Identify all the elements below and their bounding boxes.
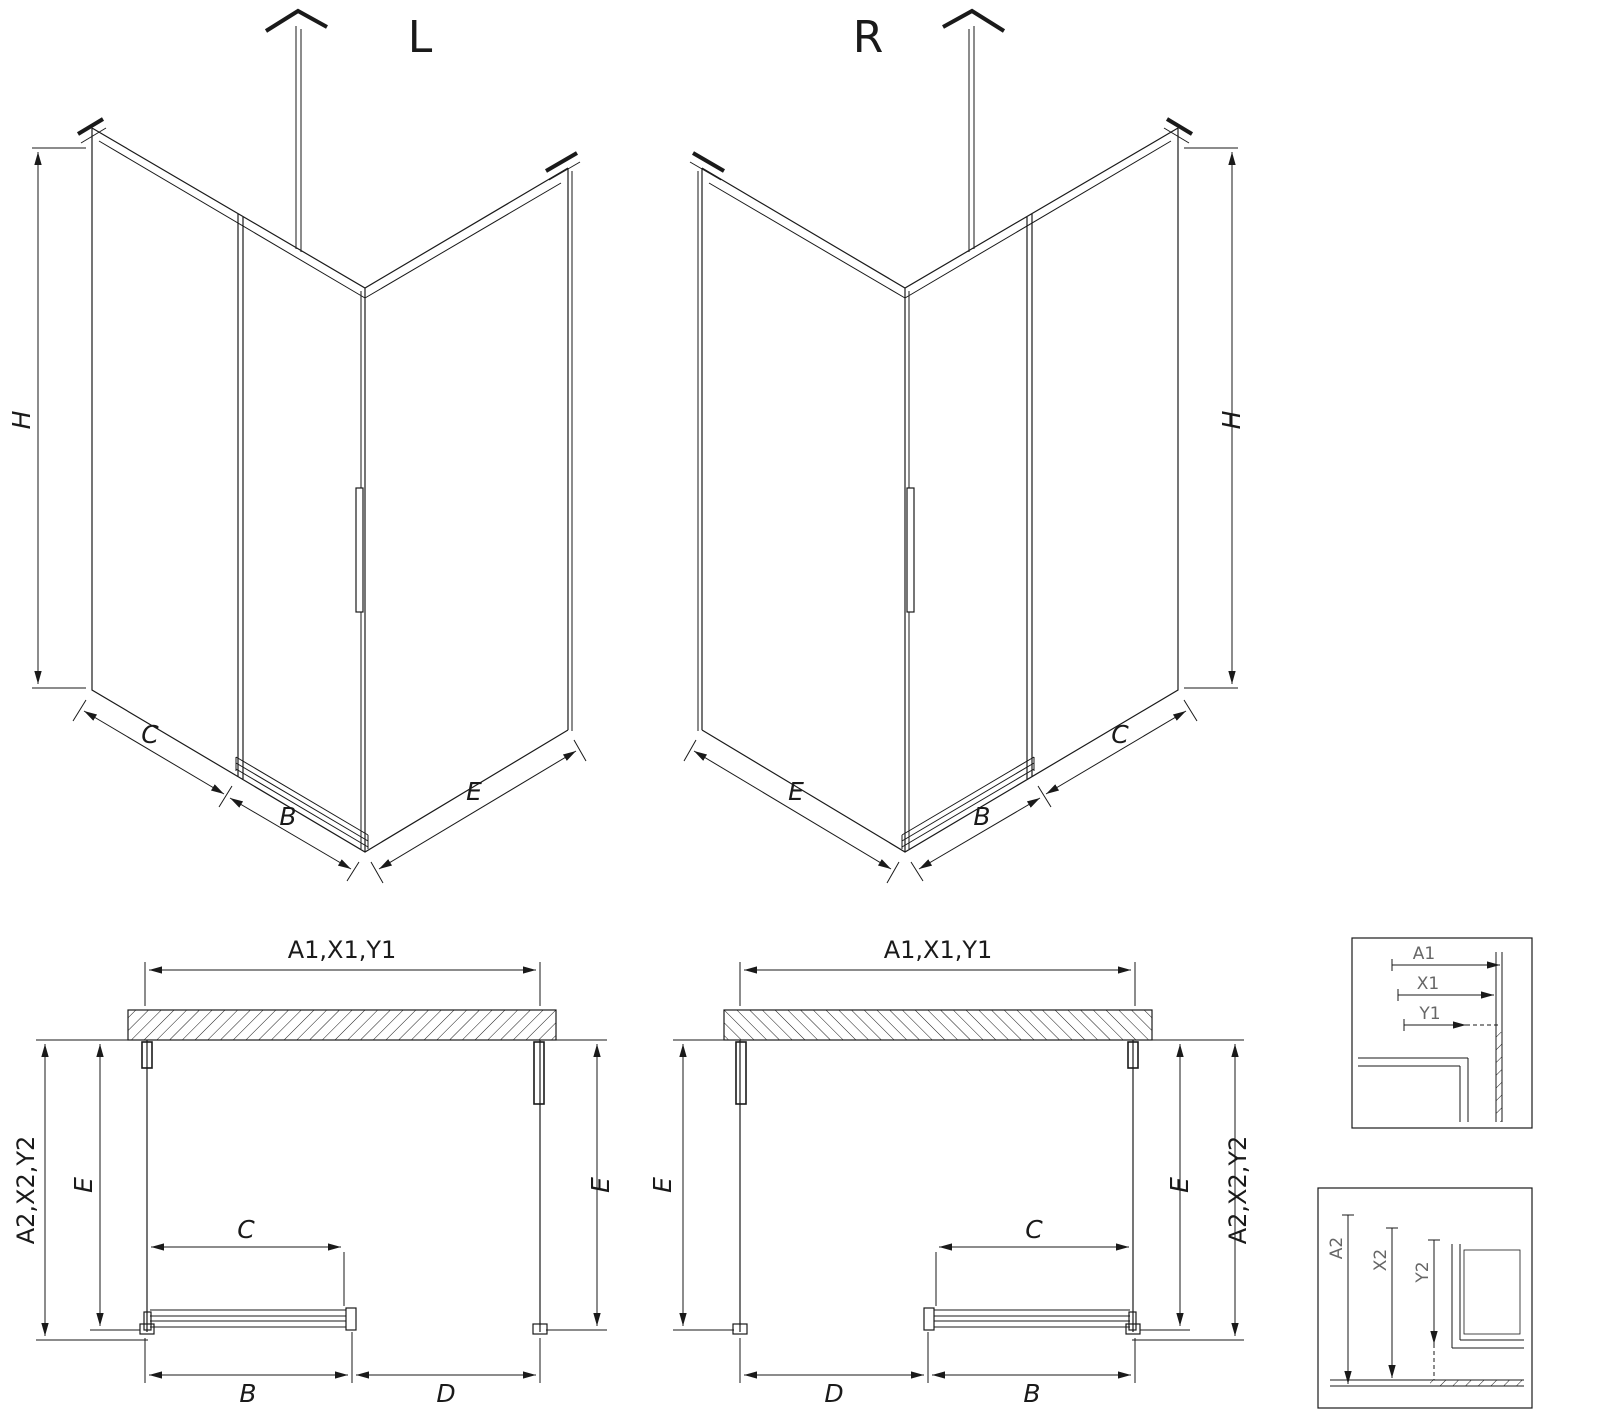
dim-label-a1x1y1: A1,X1,Y1 bbox=[884, 936, 993, 964]
dim-label-e: E bbox=[788, 777, 804, 806]
iso-right-linework bbox=[684, 11, 1238, 883]
detail-bottom-border bbox=[1317, 1187, 1533, 1409]
detail-view-bottom: A2 X2 Y2 bbox=[1317, 1187, 1533, 1409]
dim-label-e-left: E bbox=[648, 1177, 677, 1193]
dim-label-a1x1y1: A1,X1,Y1 bbox=[288, 936, 397, 964]
dim-label-c: C bbox=[141, 720, 159, 749]
plan-left-linework bbox=[36, 962, 607, 1383]
plan-right-linework bbox=[673, 962, 1244, 1383]
detail-bottom-profile bbox=[1451, 1244, 1524, 1349]
dim-label-e: E bbox=[466, 777, 482, 806]
dim-label-a2x2y2: A2,X2,Y2 bbox=[1224, 1136, 1252, 1245]
dim-label-c: C bbox=[1025, 1215, 1043, 1244]
dim-label-a2x2y2: A2,X2,Y2 bbox=[12, 1136, 40, 1245]
detail-bottom-door-corner bbox=[1463, 1249, 1521, 1335]
dim-label-e-left: E bbox=[69, 1177, 98, 1193]
dim-label-c: C bbox=[1111, 720, 1129, 749]
dim-label-b: B bbox=[973, 802, 990, 831]
iso-view-left: L H C B E bbox=[7, 11, 586, 883]
detail-bottom-glass-hatch bbox=[1430, 1380, 1524, 1386]
dim-label-e-right: E bbox=[1165, 1177, 1194, 1193]
dim-label-b: B bbox=[1023, 1379, 1040, 1408]
dim-label-c: C bbox=[237, 1215, 255, 1244]
dim-label-b: B bbox=[239, 1379, 256, 1408]
plan-view-left: A1,X1,Y1 A2,X2,Y2 E E C B D bbox=[12, 936, 615, 1408]
dim-label-h: H bbox=[7, 410, 36, 429]
detail-top-profile bbox=[1358, 1057, 1469, 1122]
dim-label-x2: X2 bbox=[1371, 1249, 1391, 1271]
dim-label-h: H bbox=[1217, 410, 1246, 429]
dim-label-y1: Y1 bbox=[1418, 1004, 1440, 1024]
dim-label-d: D bbox=[824, 1379, 843, 1408]
iso-view-right: R H C B E bbox=[684, 11, 1246, 883]
dim-label-y2: Y2 bbox=[1413, 1261, 1433, 1283]
detail-view-top: A1 X1 Y1 bbox=[1351, 937, 1533, 1129]
dim-label-d: D bbox=[436, 1379, 455, 1408]
dim-label-a2: A2 bbox=[1327, 1237, 1347, 1259]
dim-label-x1: X1 bbox=[1417, 974, 1439, 994]
detail-top-glass-hatch bbox=[1496, 1032, 1502, 1122]
view-title-right: R bbox=[853, 12, 884, 63]
dim-label-b: B bbox=[279, 802, 296, 831]
detail-top-border bbox=[1351, 937, 1533, 1129]
dim-label-e-right: E bbox=[586, 1177, 615, 1193]
iso-left-linework bbox=[32, 11, 586, 883]
plan-view-right: A1,X1,Y1 A2,X2,Y2 E E C D B bbox=[648, 936, 1252, 1408]
view-title-left: L bbox=[408, 12, 433, 63]
dim-label-a1: A1 bbox=[1413, 944, 1435, 964]
